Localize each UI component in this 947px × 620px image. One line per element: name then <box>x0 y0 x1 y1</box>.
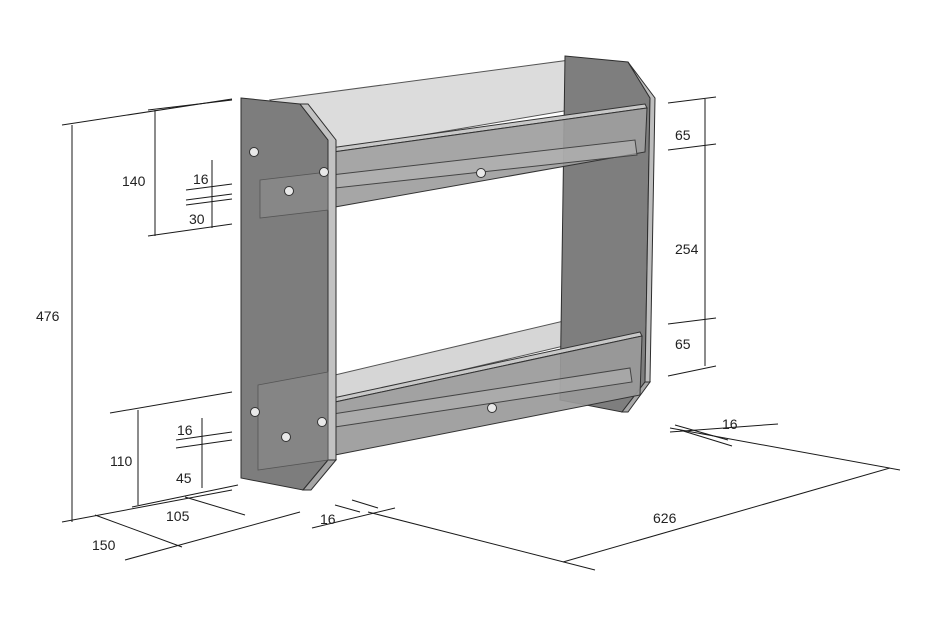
dim-height-total: 476 <box>36 308 60 324</box>
dim-top-rail-height: 30 <box>189 211 205 227</box>
left-upper-shelf-end <box>259 171 329 219</box>
screw-icon <box>487 403 497 413</box>
dim-right-top: 65 <box>675 127 691 143</box>
dim-width: 626 <box>653 510 677 526</box>
dim-right-side-thickness: 16 <box>722 416 738 432</box>
dimension-labels: 476 140 16 30 110 16 45 105 150 16 626 1… <box>36 127 738 553</box>
screw-icon <box>281 432 291 442</box>
dim-bottom-rail-height: 45 <box>176 470 192 486</box>
lower-rail <box>261 331 643 456</box>
dim-right-middle: 254 <box>675 241 699 257</box>
screws <box>249 147 497 442</box>
dimension-lines <box>61 96 901 571</box>
dim-bottom-opening: 110 <box>110 453 133 469</box>
screw-icon <box>319 167 329 177</box>
left-lower-shelf-end <box>257 371 329 471</box>
right-panel-bevel-bottom <box>620 381 651 413</box>
dim-depth: 150 <box>92 537 116 553</box>
dim-right-bottom: 65 <box>675 336 691 352</box>
screw-icon <box>250 407 260 417</box>
dim-bottom-step: 105 <box>166 508 190 524</box>
screw-icon <box>284 186 294 196</box>
screw-icon <box>249 147 259 157</box>
left-side-panel <box>240 97 338 491</box>
left-panel-bevel-bottom <box>301 459 338 491</box>
dim-top-rail-thickness: 16 <box>193 171 209 187</box>
dim-top-opening: 140 <box>122 173 146 189</box>
screw-icon <box>317 417 327 427</box>
dim-bottom-rail-thickness: 16 <box>177 422 193 438</box>
dim-side-thickness: 16 <box>320 511 336 527</box>
screw-icon <box>476 168 486 178</box>
